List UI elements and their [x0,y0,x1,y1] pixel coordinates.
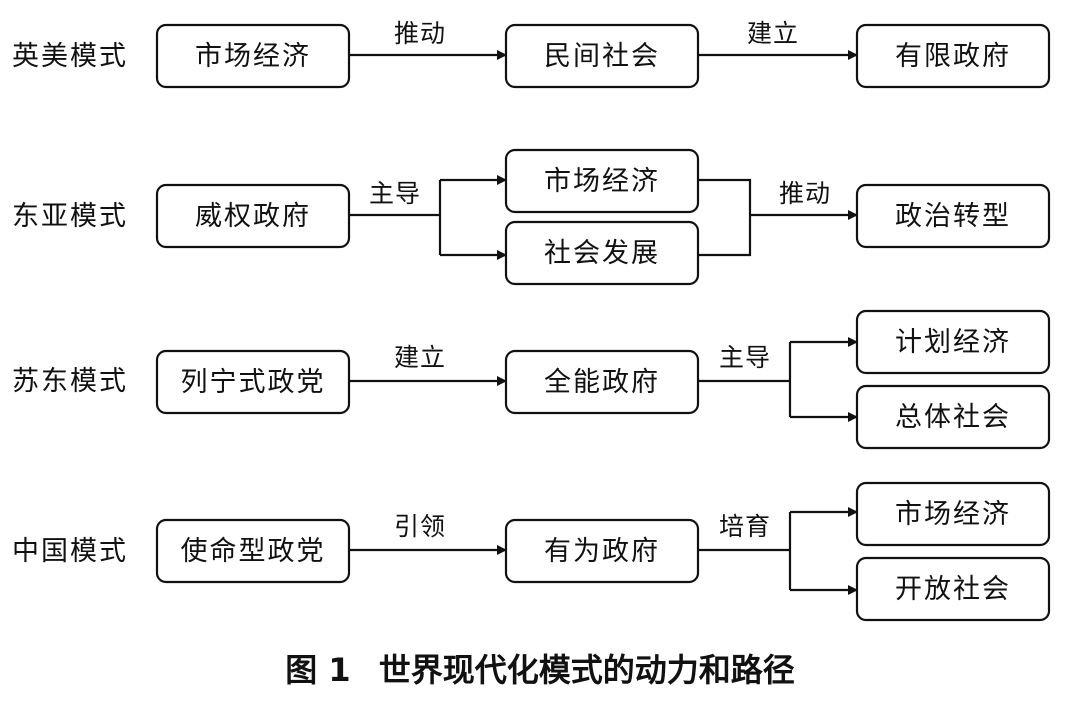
node-middle-label: 有为政府 [544,536,660,567]
row-anglo-american: 英美模式 市场经济 推动 民间社会 建立 有限政府 [12,19,1051,89]
edge-label: 引领 [394,512,446,541]
edge-label: 主导 [369,179,421,208]
node-target-label: 政治转型 [895,201,1011,232]
node-source-label: 市场经济 [195,41,311,72]
edge-label: 推动 [779,179,831,208]
edge-label: 建立 [747,19,799,48]
node-source-label: 列宁式政党 [181,367,326,398]
edge-label: 推动 [394,19,446,48]
figure-title: 世界现代化模式的动力和路径 [378,651,795,689]
node-target-label: 市场经济 [895,499,1011,530]
figure-number: 图 1 [285,651,351,689]
row-soviet-eastern: 苏东模式 列宁式政党 建立 全能政府 主导 计划经济 总体社会 [12,309,1051,450]
node-middle [504,220,700,286]
row-china: 中国模式 使命型政党 引领 有为政府 培育 市场经济 开放社会 [12,481,1051,622]
node-target [855,556,1051,622]
node-target-label: 开放社会 [895,574,1011,605]
node-target [855,183,1051,249]
row-label: 英美模式 [12,41,128,72]
node-target [855,23,1051,89]
node-middle-label: 市场经济 [544,166,660,197]
node-source-label: 威权政府 [195,201,311,232]
row-east-asian: 东亚模式 威权政府 主导 市场经济 社会发展 推动 政治转型 [12,148,1051,286]
connector-line [698,178,752,257]
figure-caption: 图 1 世界现代化模式的动力和路径 [0,640,1080,700]
row-label: 东亚模式 [12,201,128,232]
node-target [855,384,1051,450]
node-target-label: 有限政府 [895,41,1011,72]
edge-label: 培育 [719,512,771,541]
edge-label: 建立 [394,343,446,372]
node-middle-label: 民间社会 [544,41,660,72]
node-target-label: 总体社会 [895,402,1011,433]
node-middle-label: 社会发展 [544,238,660,269]
node-middle-label: 全能政府 [544,367,660,398]
node-target [855,481,1051,547]
row-label: 中国模式 [12,536,128,567]
node-target-label: 计划经济 [895,327,1011,358]
flow-diagram: 英美模式 市场经济 推动 民间社会 建立 有限政府 东亚模式 威权政府 主导 市… [12,19,1051,622]
node-target [855,309,1051,375]
row-label: 苏东模式 [12,366,128,397]
node-source-label: 使命型政党 [181,536,326,567]
edge-label: 主导 [719,343,771,372]
